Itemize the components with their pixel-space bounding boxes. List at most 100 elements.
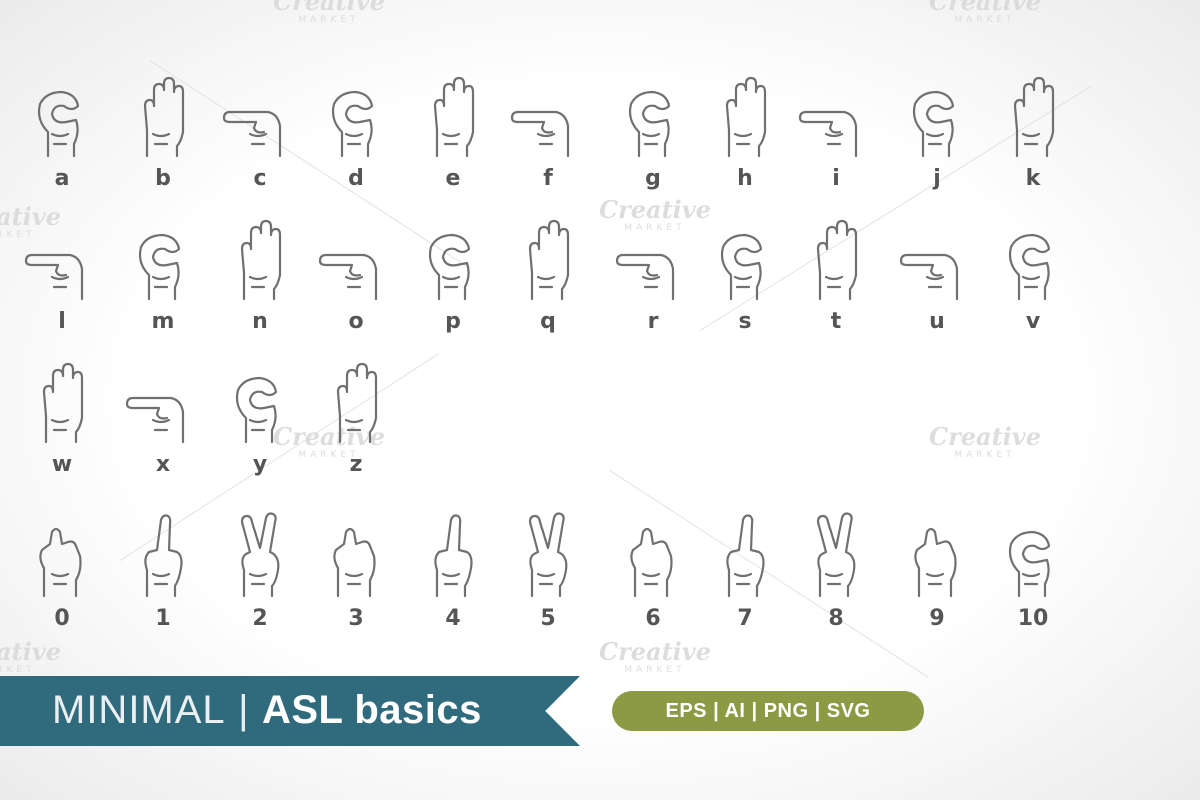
asl-sign-letter-h: h (695, 70, 795, 210)
hand-detail (1021, 572, 1041, 586)
asl-sign-number-9: 9 (887, 510, 987, 650)
sign-label: s (738, 309, 752, 334)
sign-label: 2 (252, 606, 268, 631)
sign-label: k (1025, 166, 1041, 191)
hand-sign-icon (630, 527, 673, 598)
hand-detail (441, 572, 461, 586)
title-name: ASL basics (261, 688, 482, 732)
sign-label: v (1025, 309, 1041, 334)
hand-sign-icon (434, 514, 473, 598)
asl-sign-letter-j: j (887, 70, 987, 210)
sign-label: 5 (540, 606, 556, 631)
sign-label: w (51, 452, 73, 477)
sign-label: e (445, 166, 461, 191)
sign-label: i (832, 166, 840, 191)
asl-sign-letter-l: l (12, 213, 112, 353)
asl-sign-letter-b: b (113, 70, 213, 210)
asl-sign-letter-n: n (210, 213, 310, 353)
hand-detail (1021, 132, 1041, 146)
hand-detail (151, 132, 171, 146)
hand-outline (816, 219, 858, 301)
asl-sign-letter-q: q (498, 213, 598, 353)
hand-outline (144, 514, 183, 598)
hand-detail (1021, 275, 1041, 289)
hand-sign-icon (726, 514, 765, 598)
sign-label: h (737, 166, 753, 191)
hand-detail (925, 275, 945, 289)
hand-outline (138, 233, 181, 301)
product-title: MINIMAL | ASL basics (52, 684, 482, 736)
asl-sign-letter-s: s (695, 213, 795, 353)
asl-sign-letter-c: c (210, 70, 310, 210)
hand-detail (50, 132, 70, 146)
sign-label: p (445, 309, 461, 334)
hand-detail (641, 572, 661, 586)
hand-sign-icon (528, 512, 568, 598)
hand-outline (899, 253, 959, 301)
hand-sign-icon (318, 253, 378, 301)
hand-detail (641, 275, 661, 289)
asl-sign-letter-x: x (113, 356, 213, 496)
hand-detail (441, 275, 461, 289)
sign-label: 8 (828, 606, 844, 631)
hand-sign-icon (899, 253, 959, 301)
hand-sign-icon (1008, 530, 1051, 598)
hand-outline (235, 376, 278, 444)
asl-sign-letter-m: m (113, 213, 213, 353)
hand-sign-icon (240, 219, 282, 301)
sign-label: j (933, 166, 941, 191)
hand-detail (536, 572, 556, 586)
hand-sign-icon (1008, 233, 1051, 301)
asl-sign-number-8: 8 (786, 510, 886, 650)
sign-label: f (543, 166, 553, 191)
hand-sign-icon (428, 233, 471, 301)
asl-sign-number-4: 4 (403, 510, 503, 650)
hand-outline (1013, 76, 1055, 158)
sign-label: g (645, 166, 661, 191)
hand-outline (37, 90, 80, 158)
asl-sign-letter-e: e (403, 70, 503, 210)
hand-detail (50, 572, 70, 586)
hand-detail (248, 275, 268, 289)
hand-detail (248, 132, 268, 146)
hand-outline (798, 110, 858, 158)
sign-label: 7 (737, 606, 753, 631)
asl-sign-letter-u: u (887, 213, 987, 353)
hand-sign-icon (331, 90, 374, 158)
hand-sign-icon (37, 90, 80, 158)
hand-sign-icon (143, 76, 185, 158)
asl-sign-number-1: 1 (113, 510, 213, 650)
hand-sign-icon (912, 90, 955, 158)
sign-label: 3 (348, 606, 364, 631)
sign-label: 1 (155, 606, 171, 631)
sign-label: l (58, 309, 66, 334)
hand-detail (536, 132, 556, 146)
sign-label: r (647, 309, 659, 334)
hand-sign-icon (235, 376, 278, 444)
hand-detail (925, 572, 945, 586)
hand-outline (125, 396, 185, 444)
hand-outline (222, 110, 282, 158)
hand-sign-icon (42, 362, 84, 444)
hand-sign-icon (816, 512, 856, 598)
hand-outline (725, 76, 767, 158)
asl-sign-letter-p: p (403, 213, 503, 353)
hand-detail (344, 132, 364, 146)
hand-outline (912, 90, 955, 158)
sign-label: d (348, 166, 364, 191)
hand-detail (344, 418, 364, 432)
asl-sign-letter-r: r (603, 213, 703, 353)
hand-outline (240, 512, 280, 598)
hand-outline (528, 512, 568, 598)
hand-outline (331, 90, 374, 158)
hand-sign-icon (144, 514, 183, 598)
hand-sign-icon (336, 362, 378, 444)
hand-outline (428, 233, 471, 301)
hand-outline (615, 253, 675, 301)
sign-label: 10 (1017, 606, 1049, 631)
